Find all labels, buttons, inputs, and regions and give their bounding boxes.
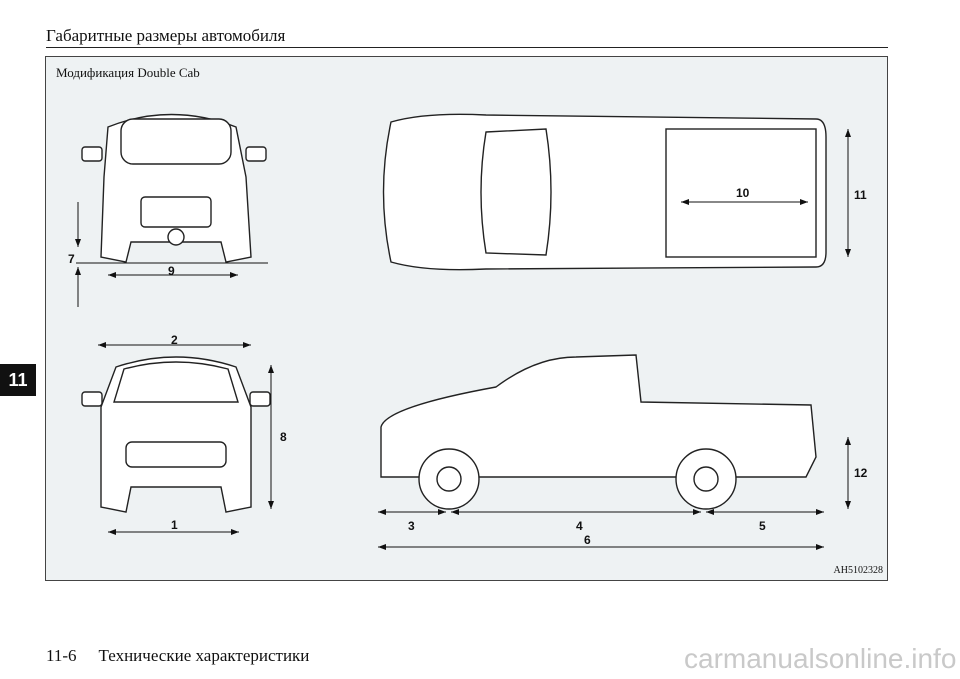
dim-label-8: 8 — [280, 430, 287, 444]
page-title: Габаритные размеры автомобиля — [46, 26, 286, 45]
page-footer: 11-6 Технические характеристики — [46, 646, 331, 666]
page-number: 11-6 — [46, 646, 77, 665]
dimensions-figure: Модификация Double Cab AH5102328 7 9 2 8… — [45, 56, 888, 581]
rear-view: 7 9 — [68, 113, 268, 307]
dim-label-10: 10 — [736, 186, 750, 200]
top-view: 10 11 — [382, 113, 867, 271]
header-rule — [46, 47, 888, 48]
dim-label-12: 12 — [854, 466, 868, 480]
dim-label-6: 6 — [584, 533, 591, 547]
dim-label-1: 1 — [171, 518, 178, 532]
dim-label-7: 7 — [68, 252, 75, 266]
figure-caption: Модификация Double Cab — [56, 65, 200, 80]
chapter-tab: 11 — [0, 364, 36, 396]
section-title: Технические характеристики — [98, 646, 310, 665]
vehicle-drawings: 7 9 2 8 1 10 11 3 4 5 6 — [68, 113, 868, 550]
dim-label-5: 5 — [759, 519, 766, 533]
dim-label-9: 9 — [168, 264, 175, 278]
dim-label-3: 3 — [408, 519, 415, 533]
front-view: 2 8 1 — [81, 333, 287, 535]
dim-label-2: 2 — [171, 333, 178, 347]
watermark: carmanualsonline.info — [684, 643, 957, 674]
side-view: 3 4 5 6 12 — [378, 354, 868, 550]
dim-label-4: 4 — [576, 519, 583, 533]
figure-code: AH5102328 — [833, 565, 883, 576]
dim-label-11: 11 — [854, 188, 867, 202]
